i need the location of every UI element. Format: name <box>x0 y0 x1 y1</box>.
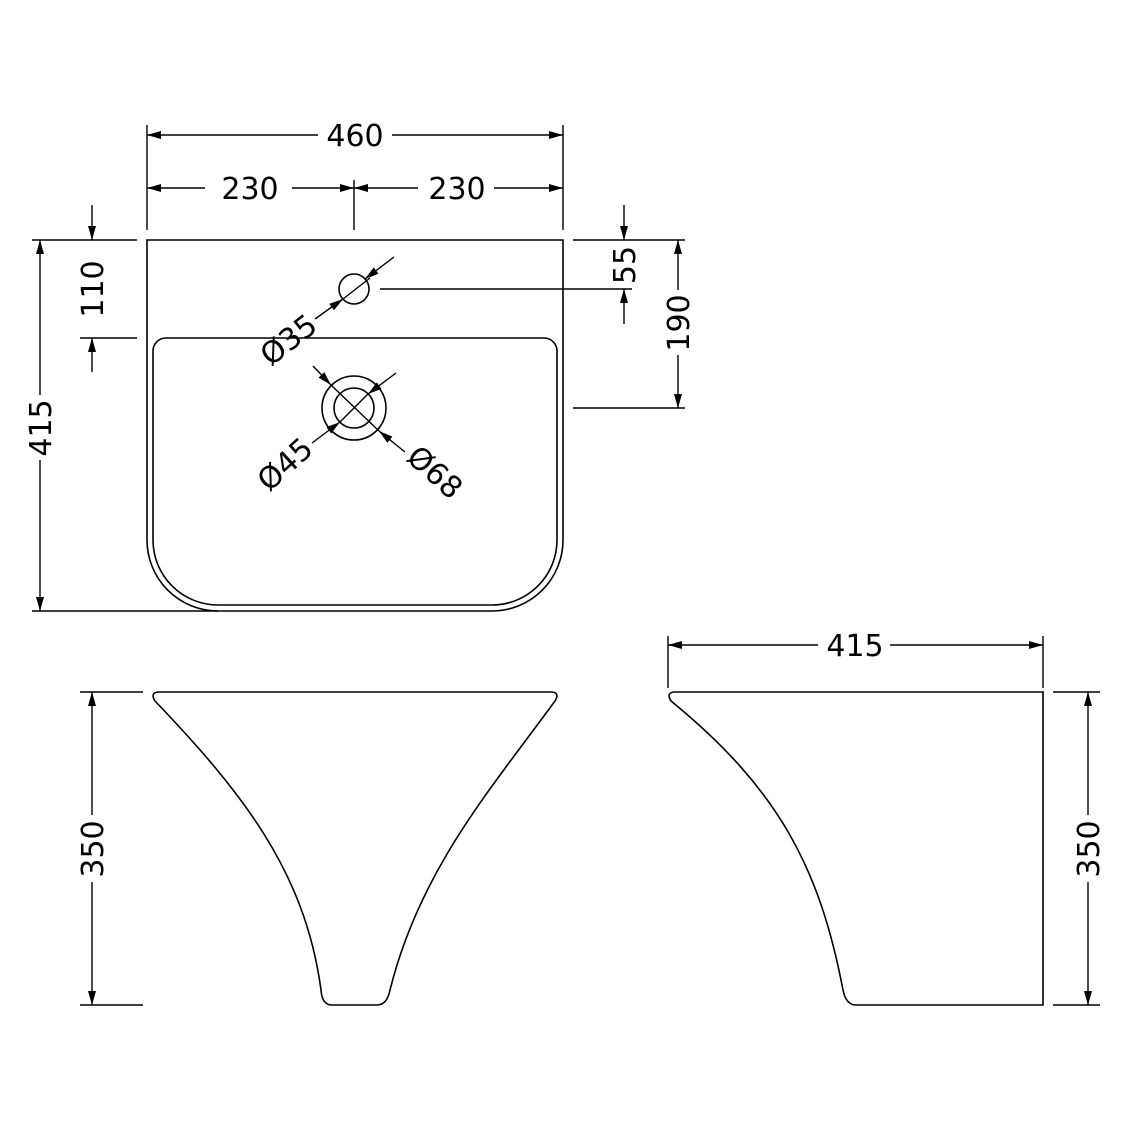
tap-hole <box>338 273 370 305</box>
dim-overall-width: 460 <box>326 119 383 154</box>
dim-front-height: 350 <box>76 820 111 877</box>
dim-side-depth: 415 <box>826 629 883 664</box>
bowl-outline <box>152 337 558 606</box>
dim-half-width-right: 230 <box>428 172 485 207</box>
dim-tap-hole-offset-left: 110 <box>76 260 111 317</box>
plan-view: 460 230 230 415 110 55 190 Ø35 <box>24 119 697 612</box>
pedestal-front-outline <box>152 691 558 1006</box>
basin-outline <box>146 239 564 612</box>
side-view: 415 350 <box>667 629 1107 1006</box>
waste-inner <box>333 387 375 429</box>
dim-overall-depth: 415 <box>24 399 59 456</box>
dim-waste-inner-diameter: Ø45 <box>251 431 320 498</box>
waste-outer <box>321 375 387 441</box>
front-view: 350 <box>76 691 558 1006</box>
dim-tap-hole-offset-right: 55 <box>608 246 643 284</box>
pedestal-side-outline <box>668 691 1044 1006</box>
dim-tap-hole-diameter: Ø35 <box>254 308 324 374</box>
dim-waste-offset: 190 <box>662 294 697 351</box>
dim-half-width-left: 230 <box>221 172 278 207</box>
dim-side-height: 350 <box>1072 820 1107 877</box>
dim-waste-outer-diameter: Ø68 <box>400 439 469 506</box>
